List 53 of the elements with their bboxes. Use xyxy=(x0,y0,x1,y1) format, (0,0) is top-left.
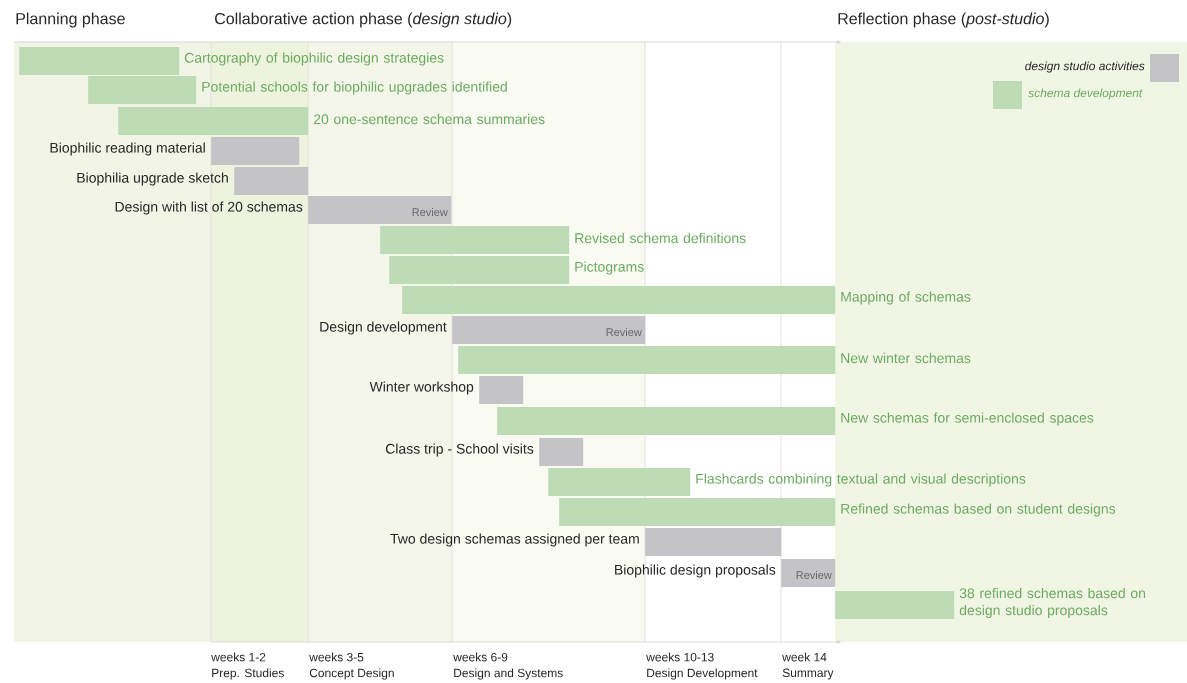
node-label: Biophilic reading material xyxy=(50,142,205,156)
week-label: week 14 xyxy=(782,652,827,662)
phase-heading: Planning phase xyxy=(16,12,125,28)
phase-heading: Collaborative action phase (design studio) xyxy=(215,12,512,28)
week-label: Summary xyxy=(782,668,834,680)
phase-heading: Reflection phase (post-studio) xyxy=(838,12,1049,28)
gantt-bar: Two design schemas assigned per team xyxy=(390,528,782,556)
gantt-bar: Design with list of 20 schemas Review xyxy=(115,196,452,224)
week-label: Concept Design xyxy=(309,668,394,680)
node-label: 20 one-sentence schema summaries xyxy=(313,113,545,125)
gantt-bar: Cartography of biophilic design strategies xyxy=(19,47,444,75)
node-label: Refined schemas based on student designs xyxy=(841,503,1116,517)
gantt-bar: Biophilic reading material xyxy=(50,137,300,165)
gantt-bar: Biophilic design proposals Review xyxy=(615,559,836,587)
gantt-bar: New schemas for semi-enclosed spaces xyxy=(497,407,1094,435)
node-label: Design development xyxy=(320,321,447,335)
node-label: Cartography of biophilic design strategies xyxy=(184,52,444,66)
gantt-bar: Mapping of schemas xyxy=(402,286,971,314)
node-label: Two design schemas assigned per team xyxy=(390,533,639,547)
gantt-bar: Design development Review xyxy=(320,316,646,344)
node-label: Winter workshop xyxy=(369,381,474,395)
gantt-bar: Pictograms xyxy=(389,256,644,284)
week-label: weeks 6-9 xyxy=(453,652,508,662)
node-label: Flashcards combining textual and visual descriptions xyxy=(696,473,1026,487)
node-label: New schemas for semi-enclosed spaces xyxy=(841,412,1094,426)
gantt-bar: Potential schools for biophilic upgrades identified xyxy=(88,76,507,104)
node-label: Design with list of 20 schemas xyxy=(115,201,303,215)
node-label: Class trip - School visits xyxy=(385,443,534,457)
gantt-bar: Class trip - School visits xyxy=(385,438,584,466)
node-label: 38 refined schemas based on design studio proposals xyxy=(959,587,1146,619)
node-label: Mapping of schemas xyxy=(841,291,971,305)
gantt-bar: Winter workshop xyxy=(369,376,524,404)
gantt-bar: Flashcards combining textual and visual descriptions xyxy=(548,468,1026,496)
node-label: Pictograms xyxy=(575,261,644,275)
gantt-bar: 38 refined schemas based on design studio proposals xyxy=(835,587,1146,619)
node-label: Biophilia upgrade sketch xyxy=(77,172,228,186)
week-label: Prep. Studies xyxy=(212,668,284,680)
node-label: Revised schema definitions xyxy=(575,232,746,244)
gantt-bar: 20 one-sentence schema summaries xyxy=(118,107,545,135)
gantt-bar: Biophilia upgrade sketch xyxy=(77,167,309,195)
gantt-bar: Refined schemas based on student designs xyxy=(559,498,1116,526)
week-label: weeks 1-2 xyxy=(211,652,266,662)
gantt-bar: New winter schemas xyxy=(458,346,971,374)
week-label: Design Development xyxy=(647,668,758,680)
node-label: New winter schemas xyxy=(841,352,971,364)
legend-label: schema development xyxy=(1028,88,1143,100)
legend-label: design studio activities xyxy=(1025,61,1145,73)
week-label: Design and Systems xyxy=(454,668,563,680)
node-label: Biophilic design proposals xyxy=(615,564,776,578)
week-label: weeks 3-5 xyxy=(309,652,364,662)
node-label: Potential schools for biophilic upgrades identified xyxy=(202,81,507,95)
gantt-bar: Revised schema definitions xyxy=(380,226,746,254)
week-label: weeks 10-13 xyxy=(646,652,714,662)
